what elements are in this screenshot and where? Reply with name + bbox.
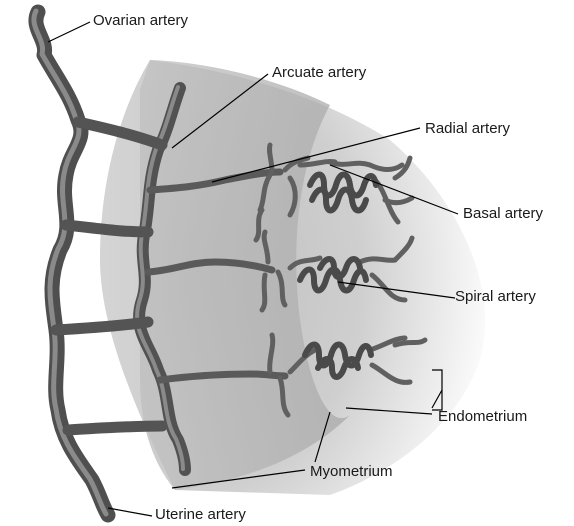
ovarian-artery-label: Ovarian artery [93,12,188,29]
arcuate-artery-label: Arcuate artery [272,64,366,81]
endometrium-label: Endometrium [438,408,527,425]
myometrium-label: Myometrium [310,463,393,480]
leader-ovarian [48,22,90,42]
ovarian-uterine-artery [34,11,108,515]
radial-artery-label: Radial artery [425,120,510,137]
spiral-artery-label: Spiral artery [455,288,536,305]
uterine-artery-label: Uterine artery [155,506,246,523]
basal-artery-label: Basal artery [463,205,543,222]
